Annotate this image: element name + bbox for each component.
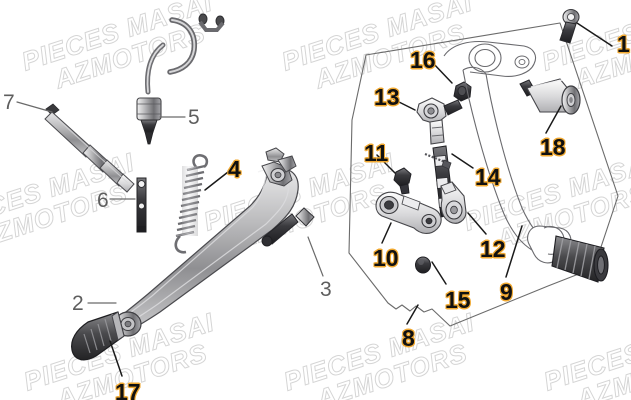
callout-label-2[interactable]: 2 <box>72 292 84 315</box>
part-1-allen-bolt <box>559 8 580 44</box>
callout-label-12[interactable]: 12 <box>480 236 506 262</box>
leader-line-3 <box>307 236 324 277</box>
callout-label-16[interactable]: 16 <box>410 47 436 73</box>
callout-label-10[interactable]: 10 <box>373 245 399 271</box>
part-6-anchor-bracket <box>136 177 147 233</box>
callout-label-7[interactable]: 7 <box>3 91 15 114</box>
leader-line-9 <box>505 225 523 278</box>
part-9-shift-pedal <box>443 40 609 283</box>
leader-line-4 <box>204 171 229 191</box>
leader-line-10 <box>381 222 392 244</box>
part-3-pivot-bolt <box>261 207 315 247</box>
callout-label-6[interactable]: 6 <box>97 189 109 212</box>
leader-line-18 <box>545 105 562 134</box>
part-5-brake-switch <box>136 13 225 145</box>
callout-label-9[interactable]: 9 <box>500 279 513 305</box>
part-15-lock-nut <box>415 256 431 274</box>
leader-line-16 <box>431 61 453 84</box>
part-13-ball-joint <box>416 97 463 145</box>
callout-label-14[interactable]: 14 <box>475 164 501 190</box>
callout-label-1[interactable]: 1 <box>617 31 630 57</box>
part-18-shoulder-bolt <box>519 78 581 115</box>
callout-label-18[interactable]: 18 <box>540 134 566 160</box>
callout-leader-lines <box>16 22 613 377</box>
part-4-return-spring <box>174 154 209 254</box>
part-17-rubber-grip <box>71 311 125 361</box>
assembly-region-outline <box>348 22 619 327</box>
leader-line-17 <box>109 340 123 377</box>
leader-line-15 <box>431 261 447 285</box>
part-11-hex-bolt <box>393 167 412 195</box>
part-10-linkage-arm <box>375 191 442 234</box>
callout-label-11[interactable]: 11 <box>364 140 389 166</box>
callout-label-5[interactable]: 5 <box>188 106 200 129</box>
leader-line-8 <box>406 304 419 325</box>
callout-label-3[interactable]: 3 <box>320 278 332 301</box>
leader-line-11 <box>376 154 396 174</box>
part-7-push-rod <box>44 103 135 193</box>
callout-label-17[interactable]: 17 <box>115 379 141 400</box>
callout-label-4[interactable]: 4 <box>228 156 241 182</box>
leader-line-12 <box>467 212 487 235</box>
part-12-linkage-pin <box>440 181 467 224</box>
leader-line-1 <box>576 22 613 47</box>
callout-label-15[interactable]: 15 <box>445 287 471 313</box>
callout-label-8[interactable]: 8 <box>402 325 415 351</box>
leader-line-7 <box>16 101 53 113</box>
callout-label-13[interactable]: 13 <box>374 84 400 110</box>
part-2-kick-lever <box>114 147 299 337</box>
leader-line-14 <box>451 153 474 169</box>
leader-line-13 <box>392 98 416 111</box>
